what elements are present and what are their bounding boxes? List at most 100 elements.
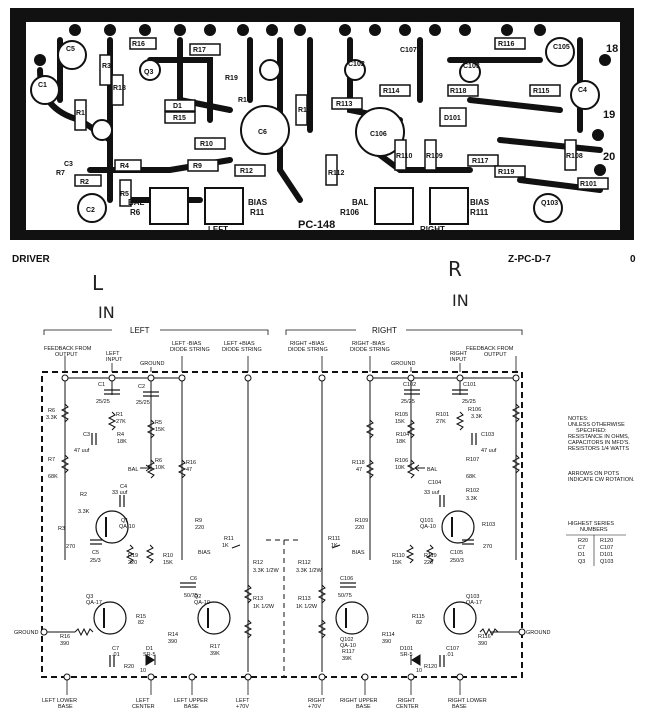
- pcb-pin-7: 7: [207, 12, 213, 24]
- part-val: 25/25: [462, 399, 476, 405]
- part-val: 390: [168, 639, 177, 645]
- handwritten-in-right: IN: [452, 291, 469, 310]
- pcb-ref: R118: [450, 88, 466, 95]
- pcb-pin-16: 16: [502, 12, 514, 24]
- pcb-ref: R12: [240, 168, 253, 175]
- part-val: 47 uuf: [74, 448, 90, 454]
- bottom-right-70v: RIGHT: [308, 698, 326, 704]
- pcb-ref: C107: [400, 47, 417, 54]
- part-val: 1K 1/2W: [253, 604, 275, 610]
- left-input-label: INPUT: [106, 357, 123, 363]
- part-ref: Q2: [194, 594, 201, 600]
- part-val: SR-5: [143, 652, 156, 658]
- part-ref: D1: [146, 646, 153, 652]
- series-row: Q3: [578, 559, 585, 565]
- part-ref: R107: [466, 457, 479, 463]
- part-val: 47: [356, 467, 362, 473]
- pcb-pin-4: 4: [105, 12, 112, 24]
- pcb-board: 3 4 5 6 7 8 9 10 11 12 13 14 15 16 17 18…: [10, 8, 634, 240]
- left-feedback-label: OUTPUT: [55, 352, 78, 358]
- pcb-bias-right: BIAS: [470, 198, 490, 207]
- caption-suffix: 0: [630, 254, 636, 265]
- right-bias-label: BIAS: [352, 550, 365, 556]
- left-bias-label: BIAS: [198, 550, 211, 556]
- part-ref: C107: [446, 646, 459, 652]
- part-val: 27K: [116, 419, 126, 425]
- part-val: 39K: [210, 651, 220, 657]
- right-feedback-label: FEEDBACK FROM: [466, 346, 514, 352]
- part-ref: R116: [478, 634, 491, 640]
- part-ref: C103: [481, 432, 494, 438]
- part-ref: R17: [210, 644, 220, 650]
- bottom-left-lower: LEFT LOWER: [42, 698, 77, 704]
- part-val: .01: [446, 652, 454, 658]
- pcb-bal-left: BAL: [128, 198, 145, 207]
- pcb-ref: C105: [553, 44, 570, 51]
- pcb-pin-15: 15: [460, 12, 472, 24]
- pcb-bias-left: BIAS: [248, 198, 268, 207]
- part-ref: R120: [424, 664, 437, 670]
- left-channel-parts: C1 25/25 C2 25/25 R6 3.3K R1 27K R5 15K …: [46, 382, 279, 674]
- right-bias-minus-label: RIGHT -BIAS: [352, 341, 385, 347]
- part-ref: C7: [112, 646, 119, 652]
- bottom-right-center: CENTER: [396, 704, 419, 710]
- part-val: 3.3K: [471, 414, 483, 420]
- part-val: 25/25: [96, 399, 110, 405]
- pcb-ref: Q3: [144, 69, 153, 76]
- part-ref: C102: [403, 382, 416, 388]
- part-ref: Q3: [86, 594, 93, 600]
- pcb-ref: C3: [64, 161, 73, 168]
- bottom-right-lower: RIGHT LOWER: [448, 698, 487, 704]
- left-bias-plus-label: DIODE STRING: [222, 347, 262, 353]
- notes-line: CAPACITORS IN MFD'S.: [568, 440, 630, 446]
- part-val: 3.3K: [466, 496, 478, 502]
- part-val: 220: [128, 560, 137, 566]
- pcb-pin-20: 20: [603, 151, 615, 163]
- part-val: 3.3K: [78, 509, 90, 515]
- part-val: 33 uuf: [112, 490, 128, 496]
- pcb-ref: C5: [66, 46, 75, 53]
- part-ref: R2: [80, 492, 87, 498]
- part-val: 47 uuf: [481, 448, 497, 454]
- part-ref: R1: [116, 412, 123, 418]
- part-ref: C4: [120, 484, 127, 490]
- part-val: 50/75: [184, 593, 198, 599]
- pcb-pin-19: 19: [603, 109, 615, 121]
- right-input-label: INPUT: [450, 357, 467, 363]
- part-val: 390: [60, 641, 69, 647]
- part-val: 220: [195, 525, 204, 531]
- left-ground-label: GROUND: [140, 361, 164, 367]
- part-val: 27K: [436, 419, 446, 425]
- part-ref: R111: [328, 536, 340, 542]
- handwritten-in-left: IN: [98, 303, 115, 322]
- pcb-ref: R114: [383, 88, 399, 95]
- part-val: 18K: [396, 439, 406, 445]
- part-val: .01: [112, 652, 120, 658]
- right-bias-plus-label: RIGHT +BIAS: [290, 341, 325, 347]
- part-val: 10K: [155, 465, 165, 471]
- part-ref: C106: [340, 576, 353, 582]
- pcb-ref: R4: [120, 163, 129, 170]
- bottom-right-70v: +70V: [308, 704, 321, 710]
- pcb-ref: R17: [193, 47, 206, 54]
- notes-line: NOTES:: [568, 416, 589, 422]
- pcb-right-label: RIGHT: [420, 225, 445, 234]
- ground-right-label: GROUND: [526, 630, 550, 636]
- bottom-left-center: LEFT: [136, 698, 150, 704]
- notes-block: NOTES: UNLESS OTHERWISE SPECIFIED: RESIS…: [568, 416, 635, 483]
- part-val: 1K 1/2W: [296, 604, 318, 610]
- pcb-ref: R18: [113, 85, 126, 92]
- part-ref: R113: [298, 596, 311, 602]
- part-ref: R5: [155, 420, 162, 426]
- part-ref: Q1: [121, 518, 128, 524]
- series-table-title: HIGHEST SERIES: [568, 521, 614, 527]
- pcb-pin-6: 6: [176, 12, 182, 24]
- series-row: D1: [578, 552, 585, 558]
- part-ref: R106: [468, 407, 481, 413]
- pcb-ref: R113: [336, 101, 352, 108]
- pcb-ref: R15: [173, 115, 186, 122]
- part-val: 33 uuf: [424, 490, 440, 496]
- part-val: QA-17: [86, 600, 102, 606]
- pcb-pin-18: 18: [606, 43, 618, 55]
- left-bal-label: BAL: [128, 467, 138, 473]
